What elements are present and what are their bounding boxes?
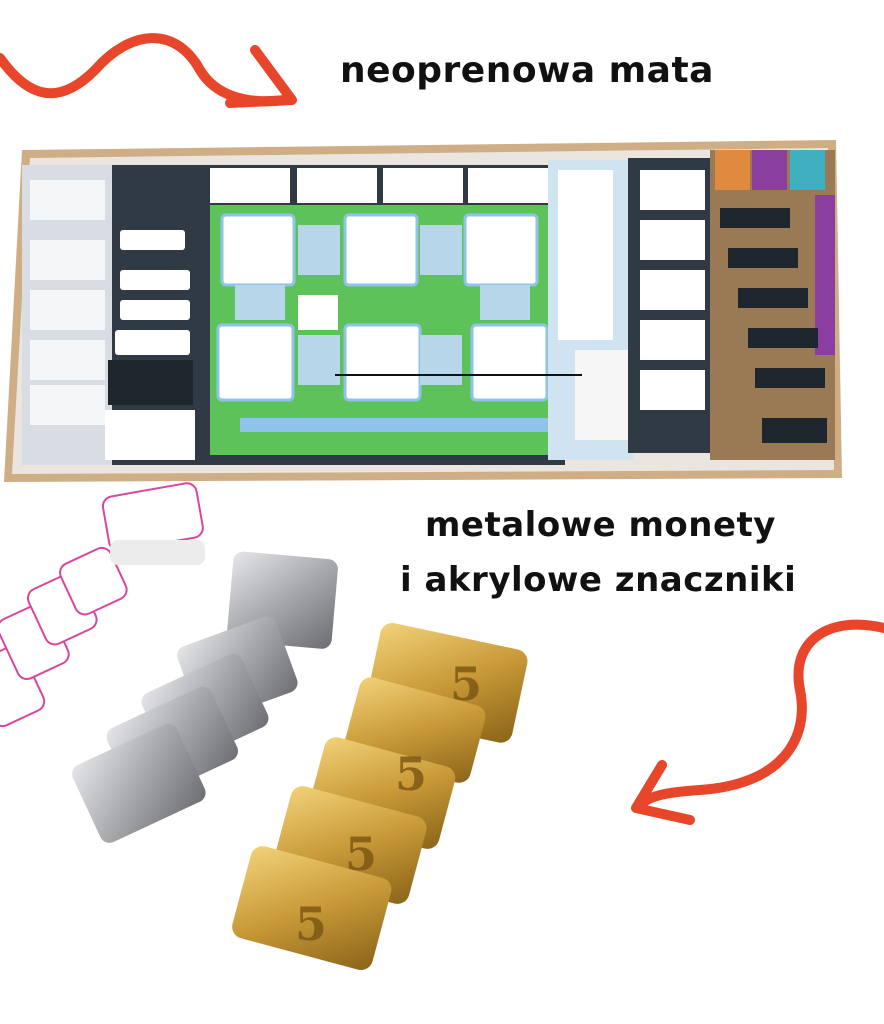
caption-neoprene-mat: neoprenowa mata [340, 50, 714, 91]
coin-5-label-4: 5 [295, 897, 327, 951]
coin-5-label-2: 5 [395, 747, 427, 801]
arrow-bottom-right-icon [631, 619, 884, 825]
gold-coins: 5 5 5 5 [232, 623, 528, 971]
silver-coins [72, 551, 338, 843]
caption-metal-coins: metalowe monety [425, 505, 776, 545]
caption-acrylic-markers: i akrylowe znaczniki [400, 560, 797, 600]
neoprene-mat [4, 140, 842, 482]
acrylic-tokens [0, 482, 205, 728]
coin-5-label-1: 5 [450, 657, 482, 711]
arrow-top-left-icon [0, 33, 297, 108]
coin-5-label-3: 5 [345, 827, 377, 881]
mat-score-track [240, 418, 560, 432]
